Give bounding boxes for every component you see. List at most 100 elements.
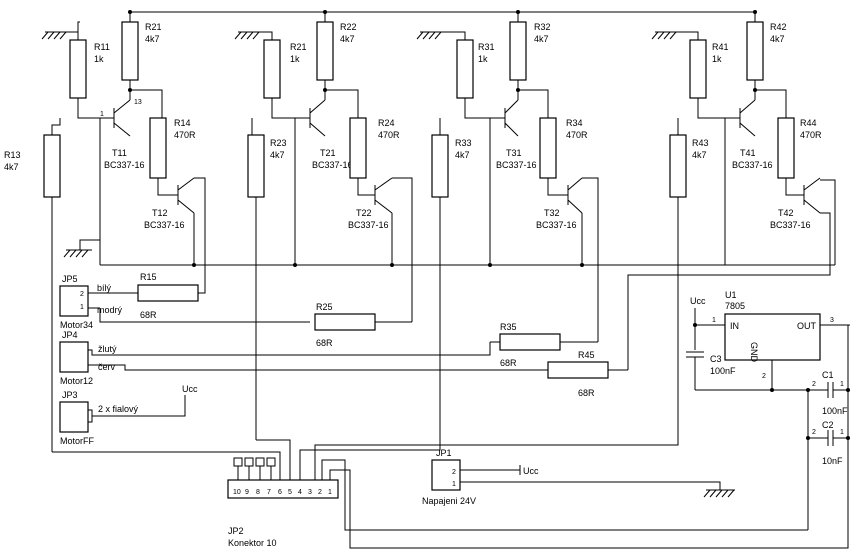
- t41-ref: T41: [740, 148, 756, 158]
- u1-in-label: IN: [730, 321, 739, 331]
- jp3-ucc: Ucc: [182, 384, 198, 394]
- t32-ref: T32: [544, 208, 560, 218]
- t41-type: BC337-16: [732, 160, 773, 170]
- u1-pin1: 1: [712, 317, 716, 324]
- t11-pin1: 1: [100, 111, 104, 118]
- r32-value: 4k7: [534, 34, 549, 44]
- resistor-r41: [689, 39, 707, 99]
- top-supply-rail: [128, 10, 757, 14]
- capacitor-c3: [686, 325, 704, 390]
- r35-value: 68R: [500, 358, 517, 368]
- jp5-pin2: 2: [80, 291, 84, 298]
- resistor-r11: [69, 39, 87, 99]
- connector-jp1: JP1 Napajeni 24V 2 1 Ucc: [422, 448, 735, 506]
- r25-ref: R25: [316, 302, 333, 312]
- resistor-r15: [137, 284, 199, 302]
- r31-ref: R31: [478, 42, 495, 52]
- r14-ref: R14: [174, 118, 191, 128]
- transistor-t11: [113, 90, 131, 137]
- r33-value: 4k7: [455, 150, 470, 160]
- u1-ref: U1: [725, 290, 737, 300]
- t12-ref: T12: [152, 208, 168, 218]
- resistor-r33: [431, 134, 449, 198]
- t32-type: BC337-16: [536, 220, 577, 230]
- r35-ref: R35: [500, 322, 517, 332]
- jp1-name: Napajeni 24V: [422, 496, 476, 506]
- resistor-r13: [43, 134, 61, 198]
- jp3-wire1: 2 x fialový: [98, 404, 139, 414]
- t11-pin13: 13: [134, 99, 142, 106]
- resistor-r45: [547, 361, 609, 379]
- r23-ref: R23: [270, 138, 287, 148]
- r41-ref: R41: [712, 42, 729, 52]
- stage-1: R11 1k R21 4k7 13 1 T11 BC337-16 R13 4k7…: [4, 12, 206, 452]
- capacitor-c1: [808, 382, 848, 398]
- r21-value: 4k7: [145, 34, 160, 44]
- resistor-r22: [316, 21, 334, 81]
- u1-pin3: 3: [830, 317, 834, 324]
- jp1-pin1: 1: [452, 481, 456, 488]
- transistor-t22: [374, 177, 413, 322]
- t42-type: BC337-16: [770, 220, 811, 230]
- resistor-r23: [247, 134, 265, 198]
- transistor-t41: [739, 90, 756, 137]
- jp5-name: Motor34: [60, 320, 93, 330]
- jp4-wire1: žlutý: [98, 344, 117, 354]
- jp2-ref: JP2: [228, 526, 244, 536]
- resistor-r21: [263, 39, 281, 99]
- connector-jp5: JP5 Motor34 bílý modrý 2 1: [59, 274, 310, 330]
- c2-pin2: 2: [812, 429, 816, 436]
- c3-ref: C3: [710, 354, 722, 364]
- c1-value: 100nF: [822, 406, 848, 416]
- resistor-r34: [539, 117, 557, 179]
- jp3-name: MotorFF: [60, 436, 95, 446]
- r45-ref: R45: [578, 350, 595, 360]
- jp1-ucc: Ucc: [523, 466, 539, 476]
- r21b-ref: R21: [290, 42, 307, 52]
- t31-type: BC337-16: [496, 160, 537, 170]
- resistor-r35: [499, 333, 561, 351]
- jp1-pin2: 2: [452, 469, 456, 476]
- jp2-pin8: 8: [256, 489, 260, 496]
- jp2-pin9: 9: [245, 489, 249, 496]
- t21-type: BC337-16: [312, 160, 353, 170]
- jp2-name: Konektor 10: [228, 538, 277, 548]
- r42-value: 4k7: [770, 34, 785, 44]
- jp4-name: Motor12: [60, 376, 93, 386]
- r25-value: 68R: [316, 338, 333, 348]
- resistor-r31: [456, 39, 474, 99]
- r34-value: 470R: [566, 130, 588, 140]
- r24-ref: R24: [378, 118, 395, 128]
- c2-ref: C2: [822, 420, 834, 430]
- jp5-pin1: 1: [80, 304, 84, 311]
- jp2-pin3: 3: [308, 489, 312, 496]
- resistor-r14: [149, 117, 167, 179]
- t22-ref: T22: [356, 208, 372, 218]
- r32-ref: R32: [534, 22, 551, 32]
- stage-4: R41 1k R42 4k7 T41 BC337-16 R43 4k7 R44 …: [627, 12, 831, 395]
- c1-ref: C1: [822, 370, 834, 380]
- r33-ref: R33: [455, 138, 472, 148]
- r15-value: 68R: [140, 310, 157, 320]
- t22-type: BC337-16: [348, 220, 389, 230]
- c3-value: 100nF: [710, 366, 736, 376]
- jp2-pin10: 10: [233, 489, 241, 496]
- r44-ref: R44: [800, 118, 817, 128]
- connector-jp2: 10 9 8 7 6 5 4 3 2 1 JP2 Konektor 10: [227, 325, 849, 549]
- t21-ref: T21: [320, 148, 336, 158]
- r14-value: 470R: [174, 130, 196, 140]
- resistor-r44: [777, 117, 795, 179]
- connector-jp4: JP4 Motor12 žlutý červ: [59, 330, 548, 386]
- c2-pin1: 1: [840, 429, 844, 436]
- ground-symbol-4: [651, 31, 699, 40]
- jp2-pin6: 6: [278, 489, 282, 496]
- transistor-t42: [627, 177, 831, 370]
- jp5-ref: JP5: [62, 274, 78, 284]
- jp2-pin4: 4: [298, 489, 302, 496]
- transistor-t31: [504, 90, 519, 137]
- r42-ref: R42: [770, 22, 787, 32]
- resistor-r42: [746, 21, 764, 81]
- r45-value: 68R: [578, 388, 595, 398]
- jp2-pin1: 1: [328, 489, 332, 496]
